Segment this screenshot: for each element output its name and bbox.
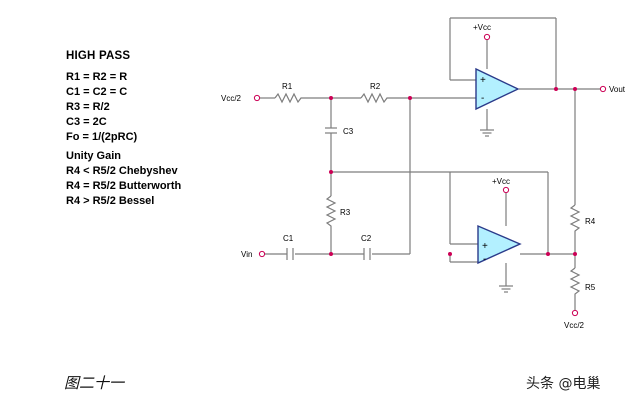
label-r1: R1 [282,82,293,91]
r5-resistor [569,267,581,296]
svg-text:+: + [482,241,488,252]
terminal-vin [258,250,266,258]
notes-title: HIGH PASS [66,50,131,62]
watermark: 头条 @电巢 [526,376,601,392]
notes-line: R1 = R2 = R [66,71,128,83]
gain-line: R4 < R5/2 Chebyshev [66,165,178,177]
svg-text:+: + [480,75,486,86]
label-c2: C2 [361,234,372,243]
label-r5: R5 [585,283,596,292]
terminal-vcc-top [483,33,491,41]
notes-line: R3 = R/2 [66,101,110,113]
figure-caption: 图二十一 [64,376,125,392]
r2-resistor [360,92,389,104]
notes-line: C1 = C2 = C [66,86,128,98]
notes-line: C3 = 2C [66,116,107,128]
label-r2: R2 [370,82,381,91]
r4-resistor [569,204,581,233]
label-vout: Vout [609,85,626,94]
gain-line: R4 = R5/2 Butterworth [66,180,182,192]
wires [260,17,600,310]
label-vcc2-in: Vcc/2 [221,94,242,103]
label-vin: Vin [241,250,252,259]
label-c3: C3 [343,127,354,136]
terminal-vcc2-out [571,309,579,317]
svg-text:-: - [481,93,484,104]
terminal-vout [599,85,607,93]
ground-symbol-bottom [499,285,513,293]
label-r3: R3 [340,208,351,217]
r1-resistor [274,92,303,104]
gain-line: R4 > R5/2 Bessel [66,195,155,207]
label-vcc2-out: Vcc/2 [564,321,585,330]
op-amp-top: + - [475,67,520,111]
r3-resistor [325,195,337,228]
label-vcc-top: +Vcc [473,23,491,32]
svg-text:-: - [483,254,486,265]
notes-line: Fo = 1/(2pRC) [66,131,138,143]
junction-nodes [329,87,577,256]
design-notes: HIGH PASS R1 = R2 = R C1 = C2 = C R3 = R… [66,50,181,209]
label-vcc-bottom: +Vcc [492,177,510,186]
terminal-vcc-bottom [502,186,510,194]
op-amp-bottom: + - [477,224,522,265]
label-c1: C1 [283,234,294,243]
label-r4: R4 [585,217,596,226]
unity-gain-title: Unity Gain [66,150,122,162]
terminal-vcc2-in [253,94,261,102]
ground-symbol-top [480,129,494,137]
